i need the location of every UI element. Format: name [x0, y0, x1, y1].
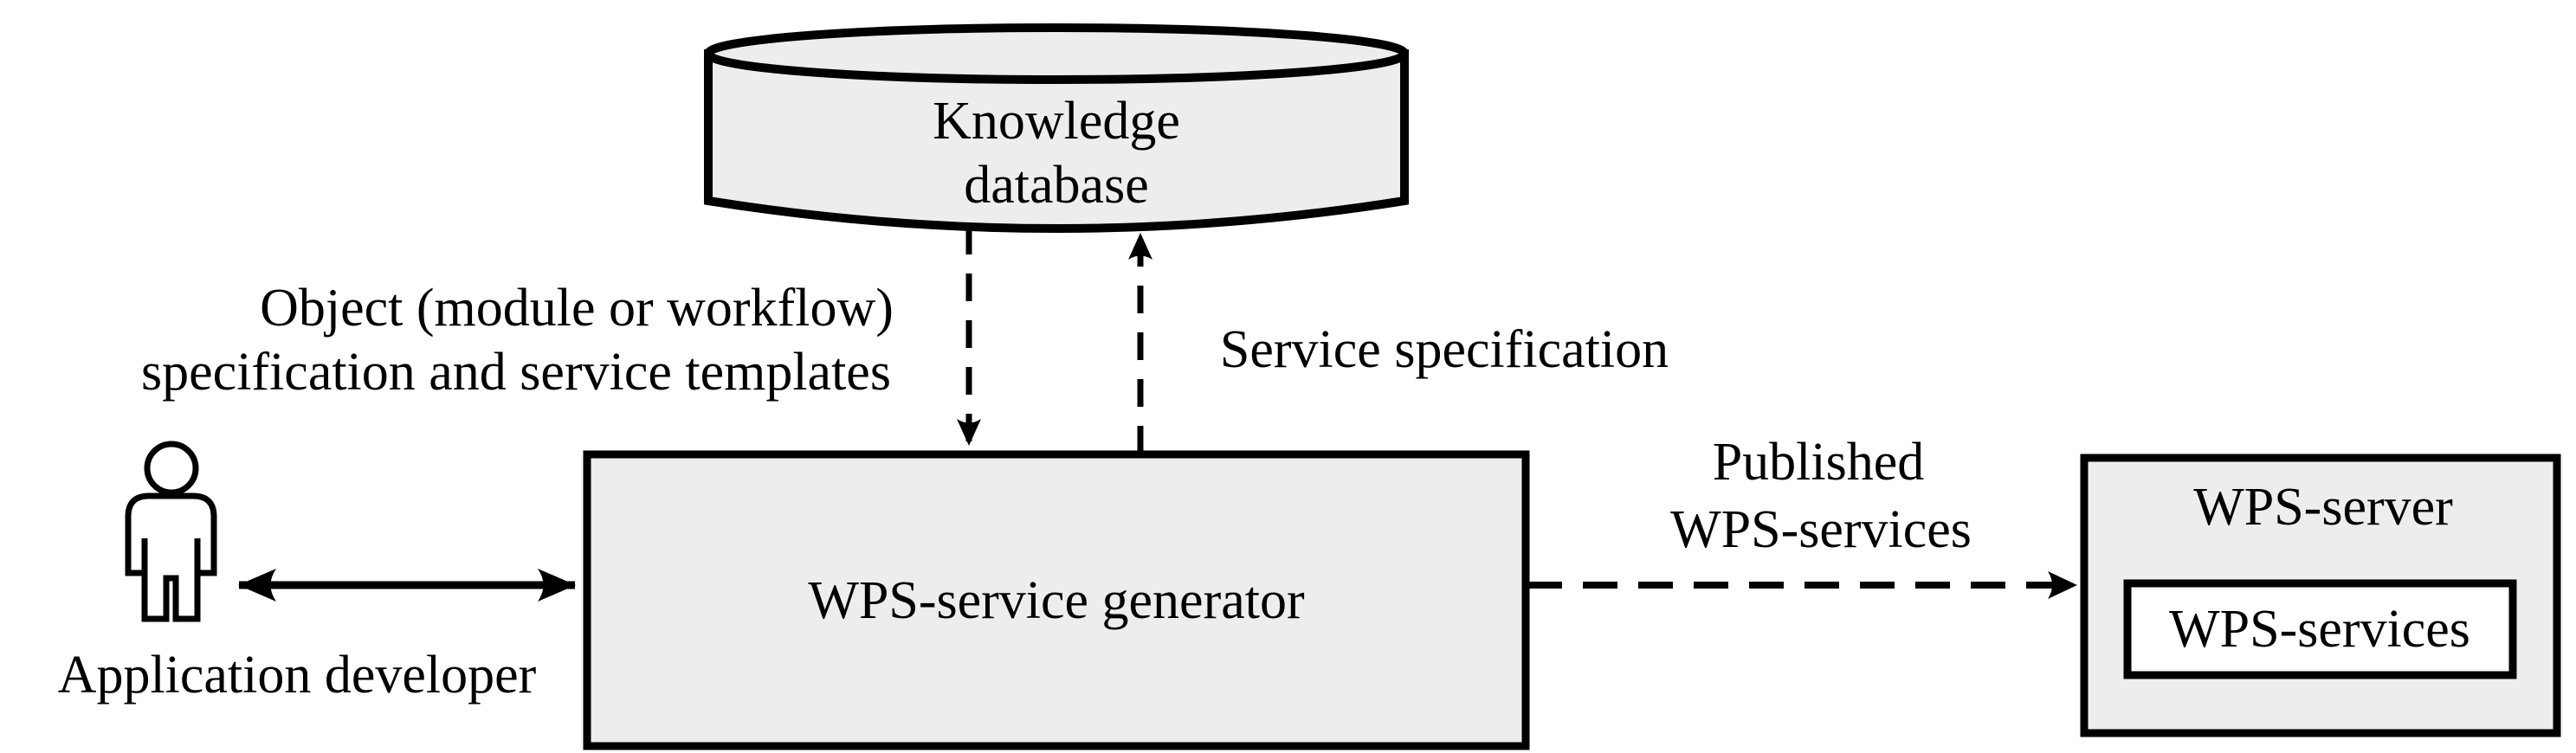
wps-services-box [2123, 579, 2517, 679]
application-developer-label: Application developer [58, 646, 537, 705]
wps-server-label: WPS-server [2193, 478, 2453, 537]
database-cylinder-top [704, 23, 1409, 84]
knowledge-database-node: Knowledge database [704, 23, 1409, 233]
wps-server-node: WPS-server WPS-services [2080, 454, 2561, 737]
published-label-line1: Published [1713, 433, 1925, 492]
person-head-icon [144, 441, 199, 496]
knowledge-database-label-line2: database [964, 156, 1148, 215]
service-specification-label: Service specification [1220, 320, 1669, 379]
wps-service-generator-box [583, 450, 1530, 750]
object-specification-label-line1: Object (module or workflow) [260, 279, 894, 338]
database-cylinder-body [704, 49, 1409, 233]
wps-services-label: WPS-services [2169, 600, 2470, 659]
knowledge-database-label-line1: Knowledge [933, 92, 1180, 151]
object-specification-label-line2: specification and service templates [141, 343, 891, 402]
wps-service-generator-node: WPS-service generator [583, 450, 1530, 750]
wps-service-generator-label: WPS-service generator [808, 571, 1305, 630]
application-developer-node: Application developer [58, 441, 537, 705]
person-body-icon [125, 492, 217, 622]
published-label-line2: WPS-services [1670, 500, 1972, 559]
